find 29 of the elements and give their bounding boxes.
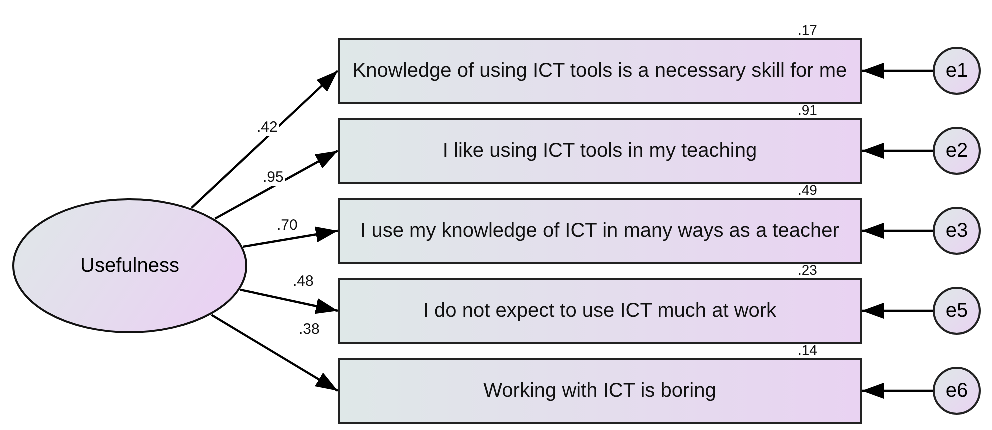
arrow	[862, 63, 933, 79]
arrow	[191, 70, 339, 209]
squared-correlation-value: .23	[798, 264, 818, 277]
error-term-circle: e6	[933, 367, 981, 415]
arrow	[214, 150, 339, 220]
error-term-circle: e1	[933, 47, 981, 95]
arrow	[243, 226, 338, 248]
squared-correlation-value: .14	[798, 344, 818, 357]
arrow	[862, 223, 933, 239]
arrow	[240, 288, 338, 314]
arrow	[862, 383, 933, 399]
arrow	[211, 314, 339, 392]
latent-variable-ellipse	[12, 198, 248, 334]
error-term-circle: e3	[933, 207, 981, 255]
arrow	[862, 143, 933, 159]
arrow	[862, 303, 933, 319]
error-term-circle: e5	[933, 287, 981, 335]
observed-variable-box: I like using ICT tools in my teaching	[338, 118, 862, 184]
edge-label: .42	[256, 120, 279, 136]
edge-label: .95	[262, 170, 285, 186]
observed-variable-box: I use my knowledge of ICT in many ways as a teacher	[338, 198, 862, 264]
error-term-circle: e2	[933, 127, 981, 175]
squared-correlation-value: .17	[798, 24, 818, 37]
observed-variable-box: Knowledge of using ICT tools is a necessary skill for me	[338, 38, 862, 104]
variable-name: Usefulness	[80, 254, 180, 278]
observed-variable-box: I do not expect to use ICT much at work	[338, 278, 862, 344]
squared-correlation-value: .91	[798, 104, 818, 117]
observed-variable-box: Working with ICT is boring	[338, 358, 862, 424]
squared-correlation-value: .49	[798, 184, 818, 197]
